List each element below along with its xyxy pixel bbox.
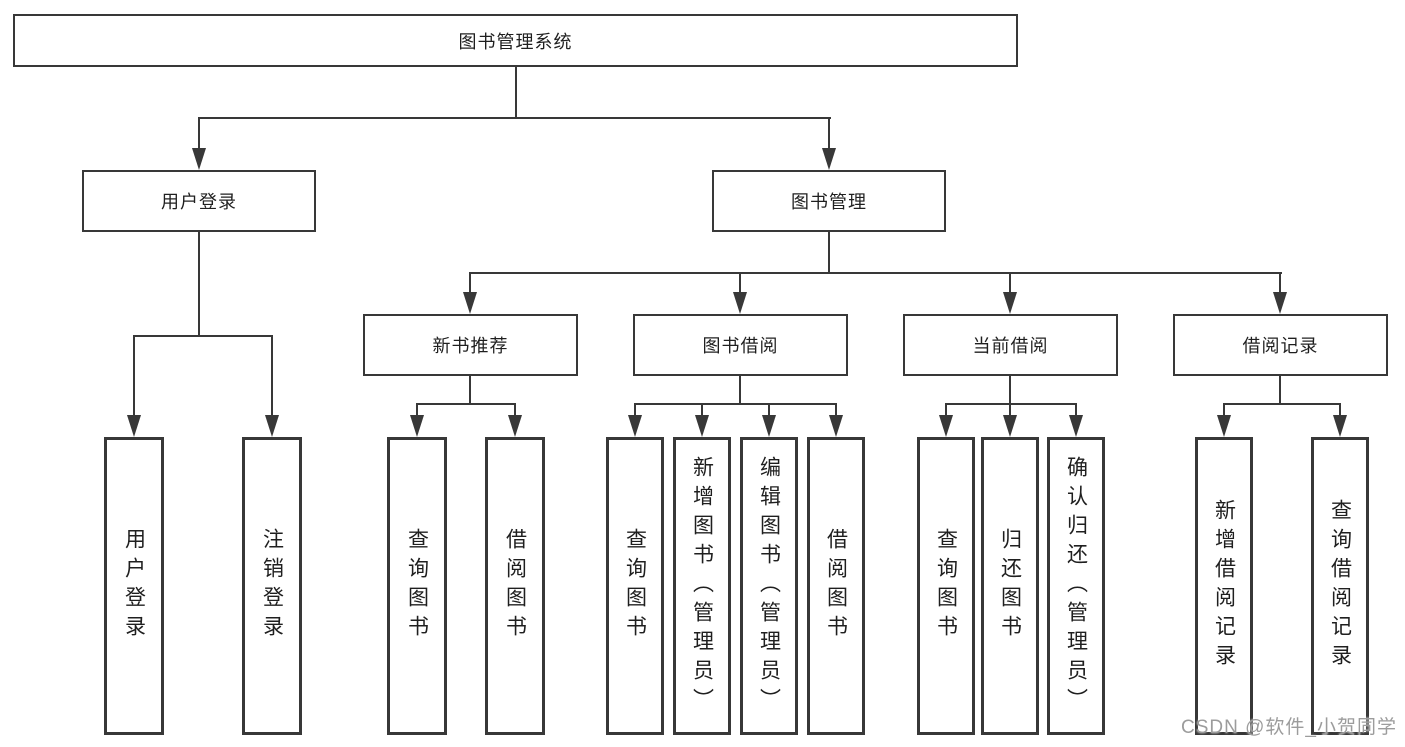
leaf-edit-books-admin: 编辑图书（管理员） <box>740 437 798 735</box>
leaf-search-books-recommend: 查询图书 <box>387 437 447 735</box>
leaf-label: 新增借阅记录 <box>1212 499 1236 673</box>
arrow-down-icon <box>628 415 642 437</box>
connector-line <box>469 376 471 405</box>
arrow-down-icon <box>733 292 747 314</box>
node-book-borrowing: 图书借阅 <box>633 314 848 376</box>
arrow-down-icon <box>192 148 206 170</box>
connector-line <box>469 272 471 297</box>
arrow-down-icon <box>939 415 953 437</box>
arrow-down-icon <box>410 415 424 437</box>
arrow-down-icon <box>695 415 709 437</box>
leaf-borrow-books-recommend: 借阅图书 <box>485 437 545 735</box>
connector-line <box>198 117 200 153</box>
connector-line <box>1009 272 1011 297</box>
connector-line <box>1223 403 1225 419</box>
connector-line <box>634 403 837 405</box>
node-borrowing-records: 借阅记录 <box>1173 314 1388 376</box>
connector-line <box>416 403 516 405</box>
connector-line <box>739 272 741 297</box>
leaf-label: 借阅图书 <box>503 528 527 644</box>
leaf-label: 确认归还（管理员） <box>1064 455 1088 717</box>
connector-line <box>1339 403 1341 419</box>
leaf-borrow-books-borrowing: 借阅图书 <box>807 437 865 735</box>
arrow-down-icon <box>508 415 522 437</box>
connector-line <box>1279 272 1281 297</box>
node-user-login: 用户登录 <box>82 170 316 232</box>
connector-line <box>1009 376 1011 405</box>
leaf-search-books-borrowing: 查询图书 <box>606 437 664 735</box>
arrow-down-icon <box>127 415 141 437</box>
arrow-down-icon <box>1273 292 1287 314</box>
leaf-search-borrow-record: 查询借阅记录 <box>1311 437 1369 735</box>
connector-line <box>198 117 831 119</box>
leaf-search-books-current: 查询图书 <box>917 437 975 735</box>
leaf-label: 注销登录 <box>260 528 284 644</box>
connector-line <box>133 335 273 337</box>
connector-line <box>634 403 636 419</box>
leaf-user-login: 用户登录 <box>104 437 164 735</box>
node-current-borrowing: 当前借阅 <box>903 314 1118 376</box>
connector-line <box>1223 403 1341 405</box>
leaf-label: 编辑图书（管理员） <box>757 455 781 717</box>
arrow-down-icon <box>463 292 477 314</box>
connector-line <box>198 231 200 337</box>
connector-line <box>469 272 1282 274</box>
leaf-confirm-return-admin: 确认归还（管理员） <box>1047 437 1105 735</box>
leaf-add-borrow-record: 新增借阅记录 <box>1195 437 1253 735</box>
leaf-return-books: 归还图书 <box>981 437 1039 735</box>
node-book-management: 图书管理 <box>712 170 946 232</box>
leaf-add-books-admin: 新增图书（管理员） <box>673 437 731 735</box>
connector-line <box>515 67 517 119</box>
arrow-down-icon <box>265 415 279 437</box>
arrow-down-icon <box>1333 415 1347 437</box>
leaf-label: 用户登录 <box>122 528 146 644</box>
arrow-down-icon <box>829 415 843 437</box>
connector-line <box>768 403 770 419</box>
arrow-down-icon <box>1003 415 1017 437</box>
leaf-label: 查询图书 <box>405 528 429 644</box>
leaf-label: 借阅图书 <box>824 528 848 644</box>
connector-line <box>1075 403 1077 419</box>
connector-line <box>271 335 273 419</box>
connector-line <box>739 376 741 405</box>
leaf-label: 查询借阅记录 <box>1328 499 1352 673</box>
arrow-down-icon <box>1069 415 1083 437</box>
leaf-label: 新增图书（管理员） <box>690 455 714 717</box>
leaf-label: 查询图书 <box>934 528 958 644</box>
leaf-label: 归还图书 <box>998 528 1022 644</box>
csdn-watermark: CSDN @软件_小贺同学 <box>1181 717 1397 738</box>
connector-line <box>1279 376 1281 405</box>
node-library-management-system: 图书管理系统 <box>13 14 1018 67</box>
connector-line <box>945 403 947 419</box>
connector-line <box>945 403 1077 405</box>
connector-line <box>701 403 703 419</box>
arrow-down-icon <box>822 148 836 170</box>
arrow-down-icon <box>762 415 776 437</box>
arrow-down-icon <box>1003 292 1017 314</box>
connector-line <box>416 403 418 419</box>
node-new-book-recommendation: 新书推荐 <box>363 314 578 376</box>
connector-line <box>835 403 837 419</box>
connector-line <box>514 403 516 419</box>
arrow-down-icon <box>1217 415 1231 437</box>
connector-line <box>828 117 830 153</box>
leaf-label: 查询图书 <box>623 528 647 644</box>
connector-line <box>828 231 830 274</box>
connector-line <box>1009 403 1011 419</box>
connector-line <box>133 335 135 419</box>
leaf-logout: 注销登录 <box>242 437 302 735</box>
